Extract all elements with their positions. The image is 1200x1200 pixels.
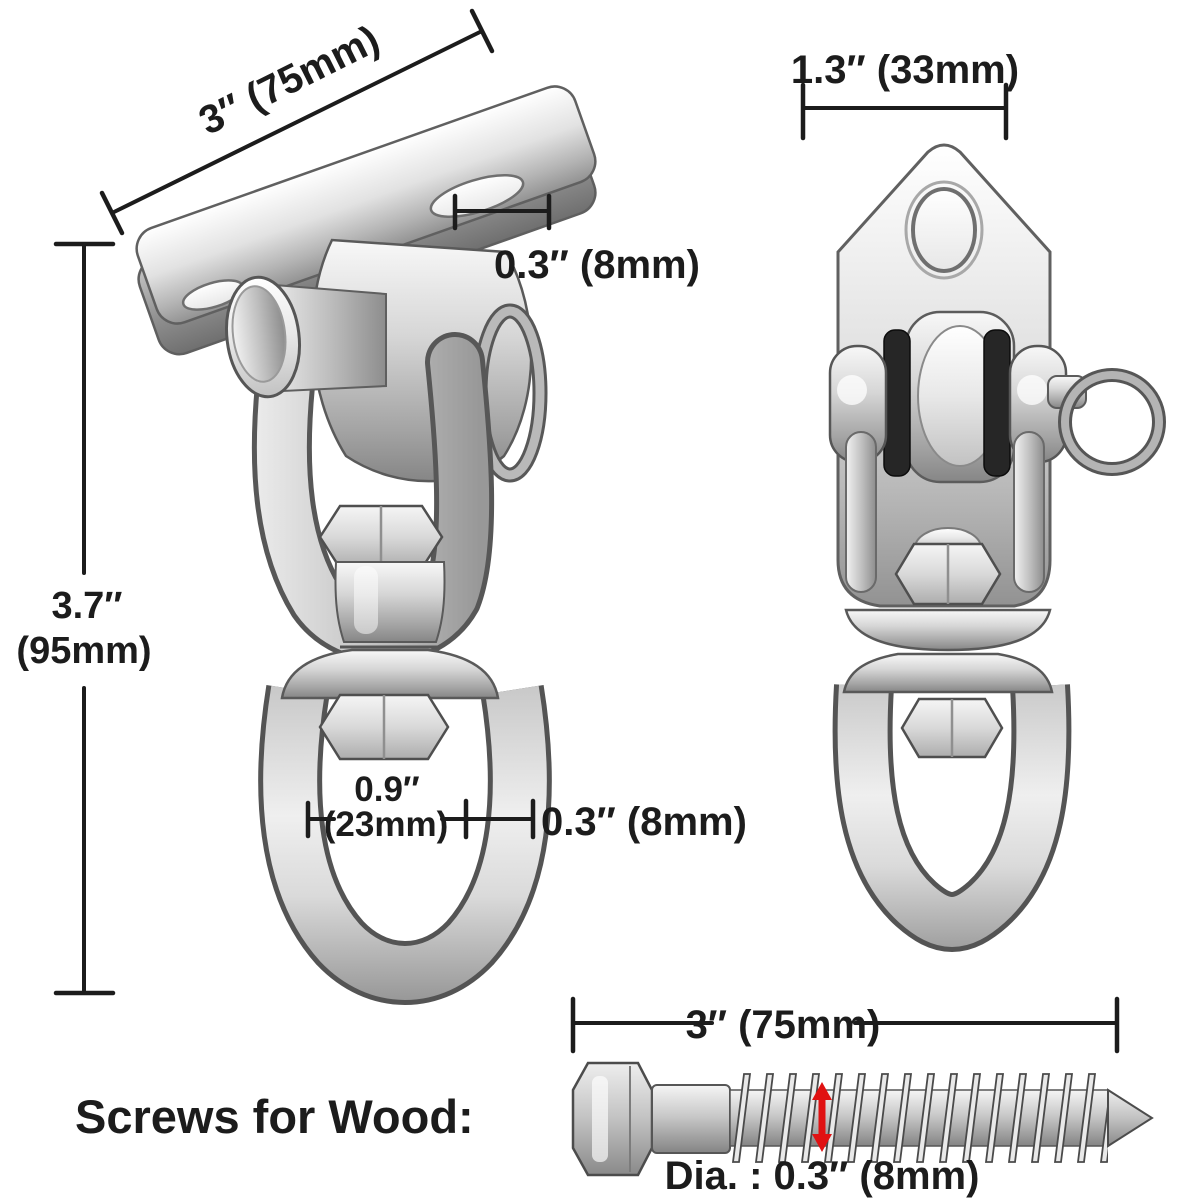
label-overall-height-in: 3.7″	[51, 585, 122, 627]
arrow-head-down	[812, 1134, 832, 1152]
side-bushing-right	[983, 329, 1011, 477]
screw-illustration	[571, 1061, 1154, 1177]
front-view-illustration	[135, 85, 597, 1005]
side-lower-bell	[842, 652, 1054, 694]
screw-shank	[651, 1084, 731, 1154]
screw-tip	[1107, 1088, 1154, 1148]
labels: 3″ (75mm) 0.3″ (8mm) 3.7″ (95mm) 0.9″ (2…	[16, 17, 1019, 1198]
dim-side-plate-width	[800, 82, 1009, 141]
side-plate-hole	[911, 187, 977, 273]
label-ring-inner-in: 0.9″	[354, 770, 420, 809]
dim-front-plate-width	[99, 8, 495, 236]
front-lower-bell	[280, 648, 500, 700]
side-bell	[844, 608, 1052, 652]
side-leg-right	[1013, 431, 1045, 593]
front-d-ring	[263, 685, 547, 1000]
side-split-ring	[1061, 371, 1163, 473]
front-swivel-barrel	[334, 561, 446, 643]
label-screws-heading: Screws for Wood:	[75, 1090, 474, 1143]
dim-ring-width	[305, 798, 536, 840]
side-d-ring	[837, 684, 1067, 947]
label-ring-inner-mm: (23mm)	[324, 805, 448, 844]
label-screw-diameter: Dia. : 0.3″ (8mm)	[665, 1154, 980, 1198]
dim-front-hole	[452, 193, 552, 231]
side-bushing-left	[883, 329, 911, 477]
front-pin-face-inner	[231, 285, 287, 383]
screw-threads	[730, 1072, 1108, 1164]
label-ring-wire: 0.3″ (8mm)	[541, 800, 747, 844]
side-view-illustration	[828, 143, 1166, 952]
dimension-lines	[53, 8, 1120, 1054]
side-leg-left	[845, 431, 877, 593]
label-side-plate-width: 1.3″ (33mm)	[791, 48, 1019, 92]
screw-diameter-arrow	[812, 1082, 832, 1152]
screw-hex-head	[571, 1061, 654, 1177]
label-overall-height-mm: (95mm)	[16, 630, 151, 672]
arrow-head-up	[812, 1082, 832, 1100]
label-front-hole: 0.3″ (8mm)	[494, 243, 700, 287]
dim-overall-height	[53, 241, 116, 996]
dim-screw-length	[570, 996, 1120, 1054]
label-screw-length: 3″ (75mm)	[686, 1003, 881, 1047]
